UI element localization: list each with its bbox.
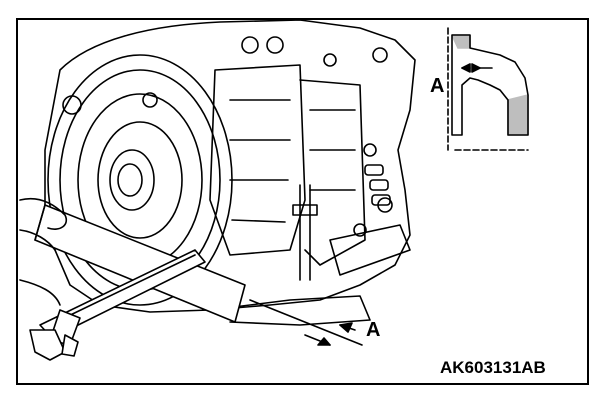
callout-inset-label: A <box>430 75 444 97</box>
case-side-detail <box>209 64 411 276</box>
case-pins <box>292 164 391 281</box>
figure-frame <box>16 18 589 385</box>
hand <box>19 197 67 306</box>
inset-cross-section <box>447 27 529 151</box>
caliper <box>29 249 206 361</box>
case-bosses <box>62 36 393 237</box>
callout-main-label: A <box>366 319 380 341</box>
figure-code: AK603131AB <box>440 358 546 377</box>
dimension-a <box>249 299 363 346</box>
transmission-case <box>44 19 416 313</box>
case-bottom-edge <box>209 295 371 326</box>
